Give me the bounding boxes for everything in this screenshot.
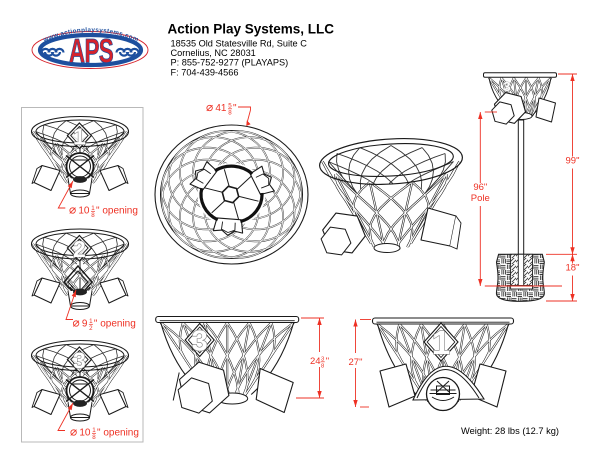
- svg-text:P: 855-752-9277 (PLAYAPS): P: 855-752-9277 (PLAYAPS): [171, 58, 289, 68]
- svg-text:Weight: 28 lbs (12.7 kg): Weight: 28 lbs (12.7 kg): [461, 426, 559, 436]
- svg-text:⌀ 41: ⌀ 41: [206, 100, 227, 114]
- svg-text:" opening: " opening: [97, 428, 139, 439]
- svg-text:18535 Old Statesville Rd, Suit: 18535 Old Statesville Rd, Suite C: [171, 38, 308, 48]
- svg-text:24: 24: [310, 356, 321, 367]
- svg-text:2: 2: [89, 325, 93, 332]
- svg-text:3: 3: [503, 79, 510, 94]
- svg-text:1: 1: [92, 427, 96, 434]
- svg-text:Action Play Systems, LLC: Action Play Systems, LLC: [168, 22, 335, 37]
- svg-text:APS: APS: [69, 33, 114, 71]
- svg-text:1: 1: [91, 205, 95, 212]
- svg-text:1: 1: [73, 124, 86, 150]
- svg-text:⌀ 10: ⌀ 10: [70, 425, 91, 439]
- svg-text:F: 704-439-4566: F: 704-439-4566: [171, 67, 239, 77]
- svg-text:Cornelius, NC 28031: Cornelius, NC 28031: [171, 48, 256, 58]
- svg-text:" opening: " opening: [96, 206, 138, 217]
- svg-text:1: 1: [89, 318, 93, 325]
- svg-text:99": 99": [566, 156, 580, 167]
- svg-text:3: 3: [73, 348, 86, 374]
- svg-text:⌀ 10: ⌀ 10: [69, 203, 90, 217]
- svg-text:3: 3: [192, 325, 208, 357]
- svg-text:3: 3: [321, 357, 325, 363]
- svg-text:5: 5: [228, 103, 232, 110]
- svg-text:2: 2: [73, 236, 86, 262]
- svg-text:": ": [326, 356, 329, 367]
- svg-text:27": 27": [349, 357, 363, 368]
- svg-text:96": 96": [473, 182, 487, 193]
- svg-text:8: 8: [228, 110, 232, 117]
- svg-text:⌀ 9: ⌀ 9: [73, 316, 88, 330]
- svg-text:": ": [233, 103, 237, 114]
- svg-text:8: 8: [92, 434, 96, 441]
- svg-text:1: 1: [432, 324, 450, 361]
- svg-text:8: 8: [321, 364, 325, 370]
- svg-text:Pole: Pole: [471, 193, 490, 204]
- svg-text:" opening: " opening: [94, 319, 136, 330]
- svg-text:8: 8: [91, 212, 95, 219]
- svg-text:18": 18": [566, 263, 580, 274]
